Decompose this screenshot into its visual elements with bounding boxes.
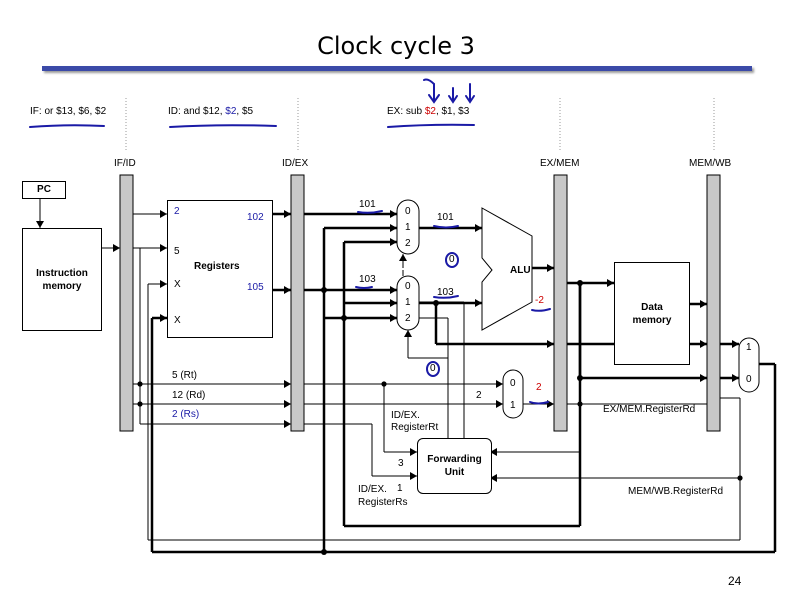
top-alu-input-value: 101 (437, 212, 454, 223)
register-file-block (167, 200, 273, 338)
rd-mux-output-value: 2 (536, 382, 542, 393)
reg-read2-output: 105 (247, 282, 264, 293)
handwritten-annotations (29, 78, 551, 405)
id-ex-label: ID/EX (282, 158, 309, 169)
id-stage-suffix: , $5 (236, 106, 254, 117)
top-forward-value: 101 (359, 199, 376, 210)
id-stage-label: ID: and $12, $2, $5 (168, 106, 253, 118)
registers-label: Registers (194, 261, 240, 272)
rd-mux-input-value: 2 (476, 390, 482, 401)
data-memory-label: Data memory (632, 301, 672, 326)
bottom-forward-value: 103 (359, 274, 376, 285)
mem-wb-label: MEM/WB (689, 158, 732, 169)
alu-shape (481, 207, 533, 331)
mux-wb-in-1: 1 (746, 342, 752, 353)
rs-field-label: 2 (Rs) (172, 409, 200, 420)
arrowheads (36, 210, 739, 482)
idex-rs-label-line1: ID/EX. (358, 484, 387, 495)
rd-field-label: 12 (Rd) (172, 390, 206, 401)
ex-stage-prefix: EX: sub (387, 106, 425, 117)
reg-write-data-input: X (174, 315, 181, 326)
mux-top-select-value: 0 (449, 254, 455, 265)
ex-stage-label: EX: sub $2, $1, $3 (387, 106, 469, 118)
if-id-label: IF/ID (114, 158, 136, 169)
mux-bottom-in-1: 1 (405, 297, 411, 308)
mux-top-in-2: 2 (405, 238, 411, 249)
ex-stage-suffix: , $1, $3 (435, 106, 470, 117)
id-ex-register-bar (290, 174, 305, 432)
mux-wb-in-0: 0 (746, 374, 752, 385)
forwarding-unit-label: Forwarding Unit (427, 454, 482, 478)
rt-field-label: 5 (Rt) (172, 370, 197, 381)
mux-top-in-0: 0 (405, 206, 411, 217)
reg-read1-input: 2 (174, 206, 180, 217)
mux-top-in-1: 1 (405, 222, 411, 233)
if-stage-label: IF: or $13, $6, $2 (30, 106, 107, 117)
reg-write-reg-input: X (174, 279, 181, 290)
ex-stage-highlight-reg: $2 (424, 106, 436, 117)
fwd-rs-value: 1 (397, 483, 403, 494)
bottom-alu-input-value: 103 (437, 287, 454, 298)
ex-mem-register-bar (553, 174, 568, 432)
data-memory-block: Data memory (614, 262, 690, 365)
ex-mem-label: EX/MEM (540, 158, 580, 169)
memwb-rd-label: MEM/WB.RegisterRd (628, 486, 724, 497)
mux-bottom-in-0: 0 (405, 281, 411, 292)
fwd-rt-value: 3 (398, 458, 404, 469)
forwarding-unit-block: Forwarding Unit (417, 438, 492, 494)
junction-dots (137, 280, 743, 555)
id-stage-highlight-reg: $2 (225, 106, 237, 117)
alu-result-value: -2 (535, 295, 544, 306)
pc-block: PC (22, 181, 66, 199)
title-underline-bar (42, 66, 752, 71)
mux-rd-shape (502, 369, 524, 419)
idex-rt-label-line2: RegisterRt (391, 422, 439, 433)
idex-rs-label-line2: RegisterRs (358, 497, 408, 508)
id-stage-prefix: ID: and $12, (168, 106, 226, 117)
mux-bottom-in-2: 2 (405, 313, 411, 324)
instruction-memory-label: Instruction memory (36, 267, 88, 292)
mux-rd-in-1: 1 (510, 400, 516, 411)
idex-rt-label-line1: ID/EX. (391, 410, 420, 421)
reg-read1-output: 102 (247, 212, 264, 223)
exmem-rd-label: EX/MEM.RegisterRd (603, 404, 696, 415)
page-number: 24 (728, 574, 742, 588)
mem-wb-register-bar (706, 174, 721, 432)
instruction-memory-block: Instruction memory (22, 228, 102, 331)
mux-shapes (396, 199, 760, 419)
pipeline-register-bars (119, 174, 721, 432)
if-id-register-bar (119, 174, 134, 432)
alu-label: ALU (510, 265, 531, 276)
reg-read2-input: 5 (174, 246, 180, 257)
slide-title: Clock cycle 3 (317, 32, 475, 60)
mux-bottom-select-value: 0 (430, 363, 436, 374)
mux-rd-in-0: 0 (510, 378, 516, 389)
